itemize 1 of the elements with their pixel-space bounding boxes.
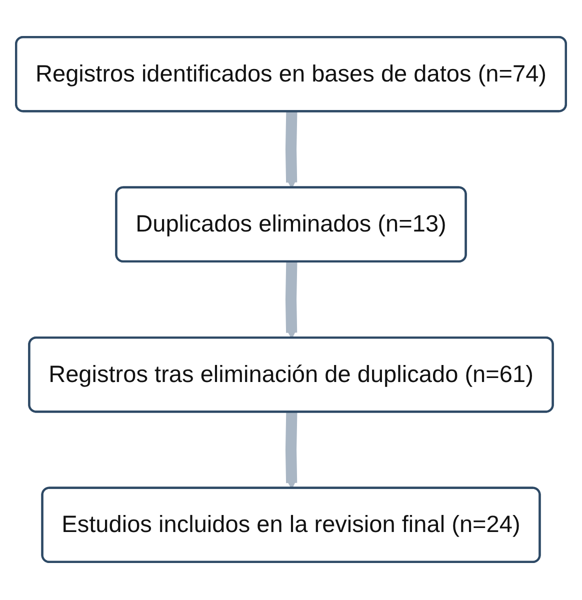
arrow	[285, 262, 298, 340]
